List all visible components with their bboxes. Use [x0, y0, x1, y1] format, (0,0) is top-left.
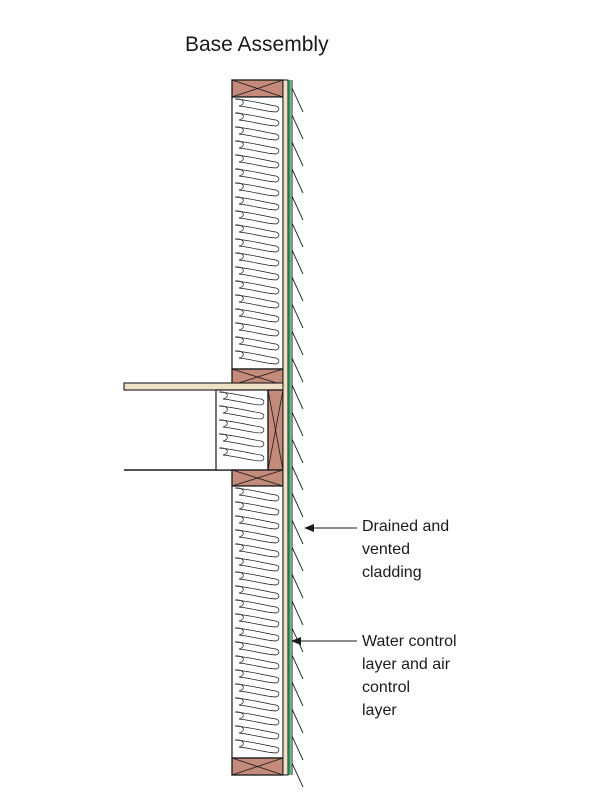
callout-water-air-control-layer: Water control layer and air control laye… — [362, 633, 457, 719]
cladding-hatch-line — [291, 735, 304, 761]
cladding-hatch-line — [291, 114, 304, 140]
cladding-hatch-line — [291, 249, 304, 275]
cladding-hatch-line — [291, 465, 304, 491]
rim-insulation-pattern — [218, 391, 265, 462]
sill-plate-diag-b — [231, 757, 284, 776]
cladding-hatch-line — [291, 195, 304, 221]
cladding-hatch-line — [291, 546, 304, 572]
exterior-sheathing — [282, 79, 289, 776]
cladding-hatch-line — [291, 438, 304, 464]
rim-joist-diag-b — [267, 389, 284, 471]
cladding-hatch-line — [291, 330, 304, 356]
subfloor — [123, 382, 284, 391]
cladding-hatch-line — [291, 303, 304, 329]
lower-wall-insulation-outline — [231, 485, 284, 759]
lower-top-plate-diag-b — [231, 469, 284, 487]
cladding-hatch-line — [291, 168, 304, 194]
cladding-hatch-line — [291, 573, 304, 599]
lower-top-plate — [231, 469, 284, 487]
lower-wall-insulation — [231, 485, 284, 759]
diagram-title: Base Assembly — [185, 33, 329, 56]
upper-wall-insulation-outline — [231, 96, 284, 370]
cladding-hatch-line — [291, 87, 304, 113]
top-plate — [231, 79, 284, 98]
cladding-hatch-line — [291, 411, 304, 437]
cladding-hatch-line — [291, 600, 304, 626]
cladding-hatch-line — [291, 681, 304, 707]
cladding-hatch-line — [291, 654, 304, 680]
rim-joist — [267, 389, 284, 471]
upper-bottom-plate-diag-b — [231, 368, 284, 386]
callout-drained-vented-cladding: Drained and vented cladding — [362, 518, 450, 581]
upper-wall-insulation-pattern — [234, 98, 280, 365]
cladding-hatch-line — [291, 762, 304, 788]
rim-insulation — [215, 389, 269, 471]
cladding-hatch — [291, 87, 304, 788]
cladding-hatch-line — [291, 357, 304, 383]
upper-wall-insulation — [231, 96, 284, 370]
cladding-hatch-line — [291, 708, 304, 734]
top-plate-diag-b — [231, 79, 284, 98]
cladding-hatch-line — [291, 141, 304, 167]
sill-plate — [231, 757, 284, 776]
cladding-hatch-line — [291, 276, 304, 302]
lower-wall-insulation-pattern — [234, 487, 280, 754]
cladding-hatch-line — [291, 222, 304, 248]
cladding-hatch-line — [291, 384, 304, 410]
cladding-hatch-line — [291, 519, 304, 545]
cladding-hatch-line — [291, 627, 304, 653]
cladding-hatch-line — [291, 492, 304, 518]
